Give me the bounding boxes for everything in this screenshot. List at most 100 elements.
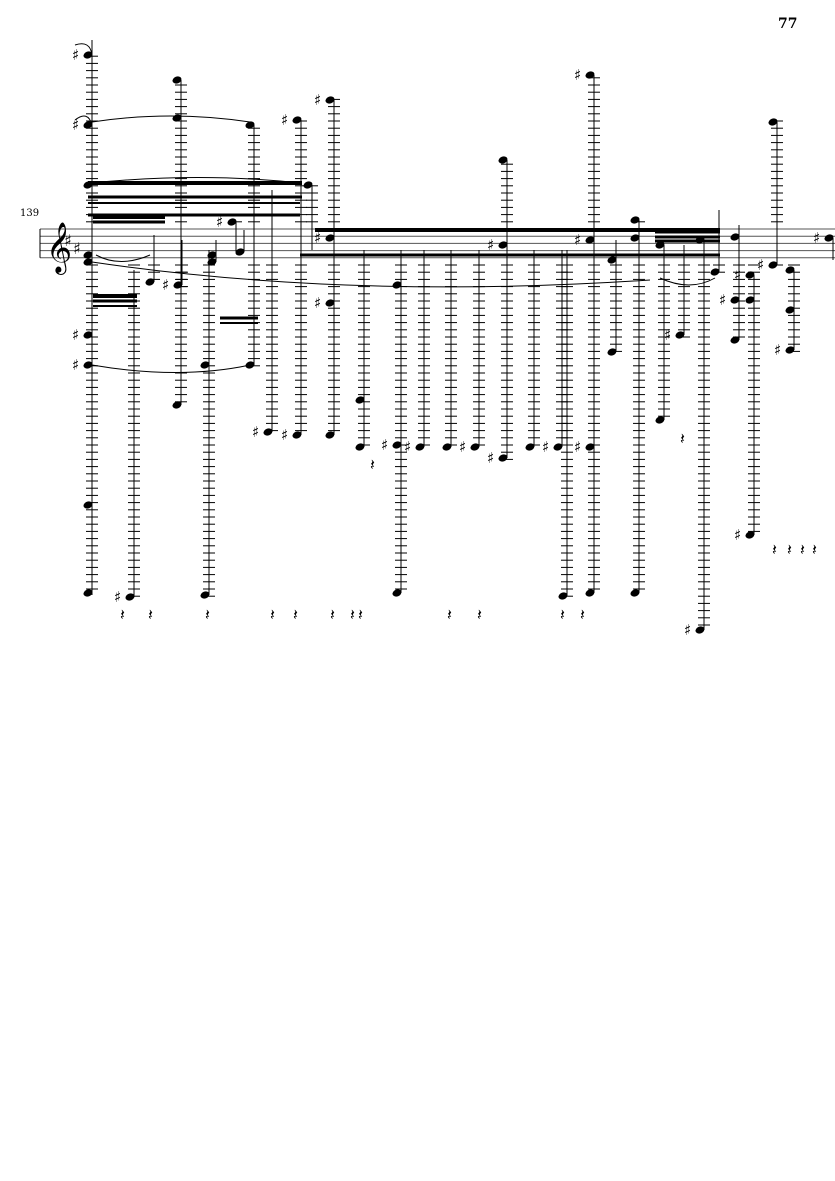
notehead [207,258,217,266]
notehead [83,51,93,59]
tie [91,115,251,123]
chord: ♯♯ [281,111,307,444]
chord: ♯ [542,250,568,456]
chord [245,121,260,369]
chord: ♯ [757,118,783,274]
sharp-icon: ♯ [162,276,169,294]
sharp-icon: ♯ [574,438,581,456]
notehead [442,443,452,451]
sharp-icon: ♯ [719,291,726,309]
notehead [235,248,245,256]
chord: ♯♯ [487,156,513,467]
notehead [585,589,595,597]
notehead [303,181,313,189]
quarter-rest-icon: 𝄽 [205,605,210,624]
notehead [227,218,237,226]
notehead [263,428,273,436]
notehead [553,443,563,451]
chord: ♯♯ [734,264,760,544]
chord [607,240,622,356]
chord [207,240,217,266]
notehead [675,331,685,339]
chord: ♯ [404,250,430,456]
quarter-rest-icon: 𝄽 [812,540,817,559]
chord: ♯ [459,250,485,456]
notehead [355,443,365,451]
notehead [83,251,93,259]
notehead [392,589,402,597]
measure-number: 139 [20,208,40,219]
quarter-rest-icon: 𝄽 [370,455,375,474]
ties [74,43,716,373]
notehead [83,589,93,597]
notehead [498,241,508,249]
notehead [695,236,705,244]
notehead [607,348,617,356]
notehead [768,118,778,126]
quarter-rest-icon: 𝄽 [680,429,685,448]
quarter-rest-icon: 𝄽 [580,605,585,624]
quarter-rest-icon: 𝄽 [560,605,565,624]
tie [91,261,651,288]
notehead [655,241,665,249]
chord: ♯♯♯ [314,91,340,439]
notes: ♯♯♯♯♯♯♯♯♯♯♯♯♯♯♯♯♯♯♯♯♯♯♯♯♯♯♯♯♯♯ [72,40,834,639]
notehead [172,401,182,409]
chord: ♯ [114,264,140,606]
notehead [292,431,302,439]
svg-text:♯: ♯ [73,239,81,258]
sharp-icon: ♯ [314,294,321,312]
tie [91,177,301,184]
chord: ♯ [162,240,188,294]
quarter-rest-icon: 𝄽 [787,540,792,559]
rests: 𝄽𝄽𝄽𝄽𝄽𝄽𝄽𝄽𝄽𝄽𝄽𝄽𝄽𝄽𝄽𝄽𝄽𝄽 [120,429,817,624]
chord [303,181,318,250]
notehead [730,336,740,344]
notehead [200,361,210,369]
notehead [292,116,302,124]
notehead [83,181,93,189]
notehead [525,443,535,451]
notehead [173,281,183,289]
quarter-rest-icon: 𝄽 [772,540,777,559]
notehead [824,234,834,242]
tie [95,254,151,262]
notehead [207,251,217,259]
notehead [325,299,335,307]
chord: ♯ [719,225,745,344]
sharp-icon: ♯ [72,356,79,374]
chord [235,230,245,256]
notehead [607,256,617,264]
notehead [83,121,93,129]
chord [172,76,187,409]
quarter-rest-icon: 𝄽 [358,605,363,624]
chord: ♯ [813,229,834,260]
treble-clef-icon: 𝄞 [46,222,72,275]
notehead [145,278,155,286]
notehead [630,589,640,597]
notehead [585,236,595,244]
page-number: 77 [778,16,798,32]
chord [558,250,573,600]
svg-text:♯: ♯ [64,231,72,250]
sharp-icon: ♯ [574,66,581,84]
notehead [415,443,425,451]
chord [200,250,215,599]
quarter-rest-icon: 𝄽 [293,605,298,624]
notehead [83,361,93,369]
beams [88,181,720,324]
sharp-icon: ♯ [314,229,321,247]
notehead [785,346,795,354]
chord: ♯ [684,236,710,639]
notehead [498,454,508,462]
sharp-icon: ♯ [734,266,741,284]
quarter-rest-icon: 𝄽 [447,605,452,624]
notehead [392,441,402,449]
key-signature: ♯♯ [64,231,81,258]
quarter-rest-icon: 𝄽 [350,605,355,624]
chord [710,210,725,276]
sharp-icon: ♯ [72,116,79,134]
sharp-icon: ♯ [281,426,288,444]
notehead [630,216,640,224]
